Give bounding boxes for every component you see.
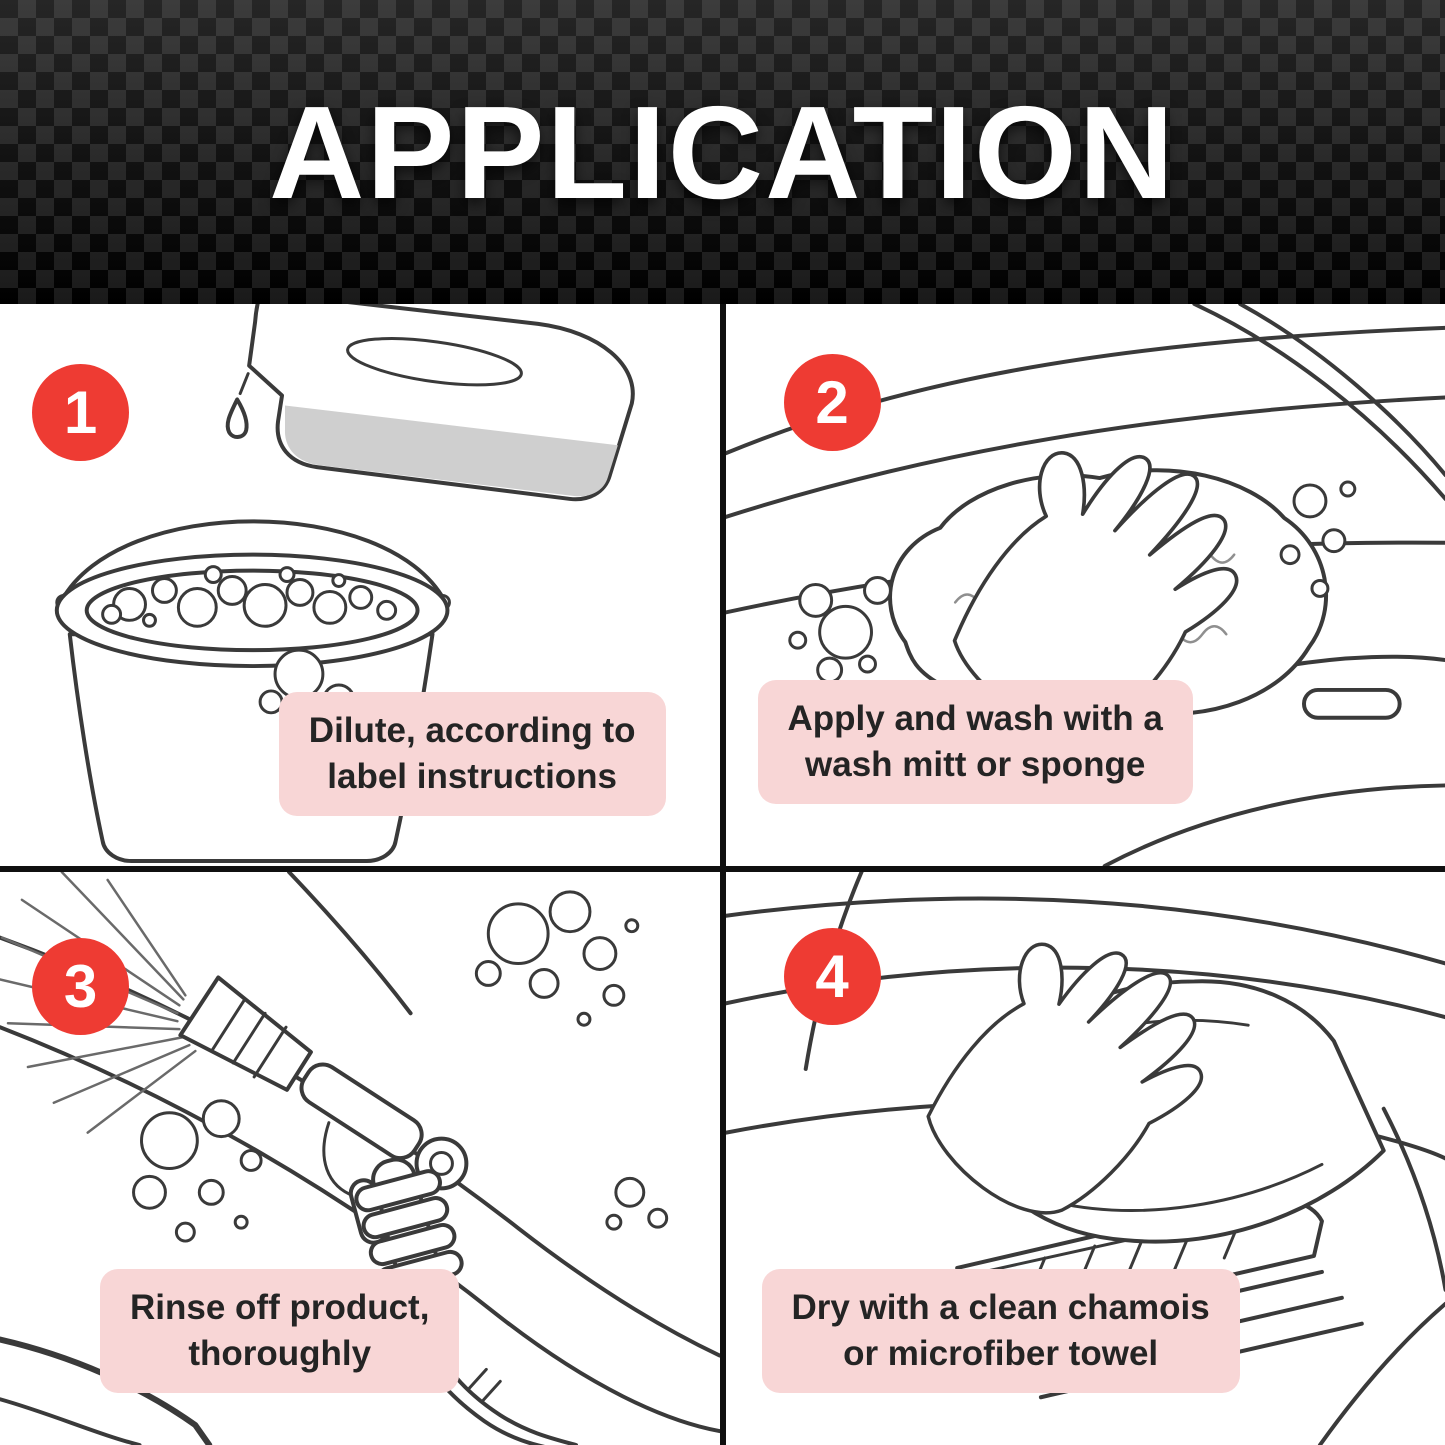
step-panel-2: 2 Apply and wash with a wash mitt or spo…	[722, 304, 1445, 869]
hand-drawing	[952, 451, 1238, 735]
step-number: 3	[63, 953, 98, 1020]
suds-drawing	[787, 480, 1356, 684]
spray-water-drawing	[0, 872, 197, 1134]
step-number-badge: 4	[783, 928, 881, 1025]
hose-rinse-illustration	[0, 872, 720, 1445]
step-number-badge: 1	[32, 364, 129, 461]
step-number: 4	[815, 943, 849, 1010]
step-caption: Apply and wash with a wash mitt or spong…	[757, 679, 1193, 804]
step-caption: Dry with a clean chamois or microfiber t…	[761, 1268, 1240, 1393]
step-caption: Dilute, according to label instructions	[278, 691, 666, 816]
towel-dry-illustration	[725, 872, 1445, 1445]
page-title: APPLICATION	[269, 78, 1176, 226]
step-number: 2	[815, 369, 849, 436]
hand-drawing	[925, 942, 1203, 1215]
jug-drawing	[225, 304, 635, 502]
step-panel-3: 3 Rinse off product, thoroughly	[0, 869, 723, 1445]
step-caption: Rinse off product, thoroughly	[100, 1268, 460, 1393]
steps-grid: 1 Dilute, according to label instruction…	[0, 304, 1445, 1445]
step-panel-4: 4 Dry with a clean chamois or microfiber…	[722, 869, 1445, 1445]
step-number: 1	[63, 379, 98, 446]
step-number-badge: 3	[32, 938, 129, 1035]
title-banner: APPLICATION	[0, 0, 1445, 304]
step-panel-1: 1 Dilute, according to label instruction…	[0, 304, 723, 869]
step-number-badge: 2	[783, 354, 881, 451]
